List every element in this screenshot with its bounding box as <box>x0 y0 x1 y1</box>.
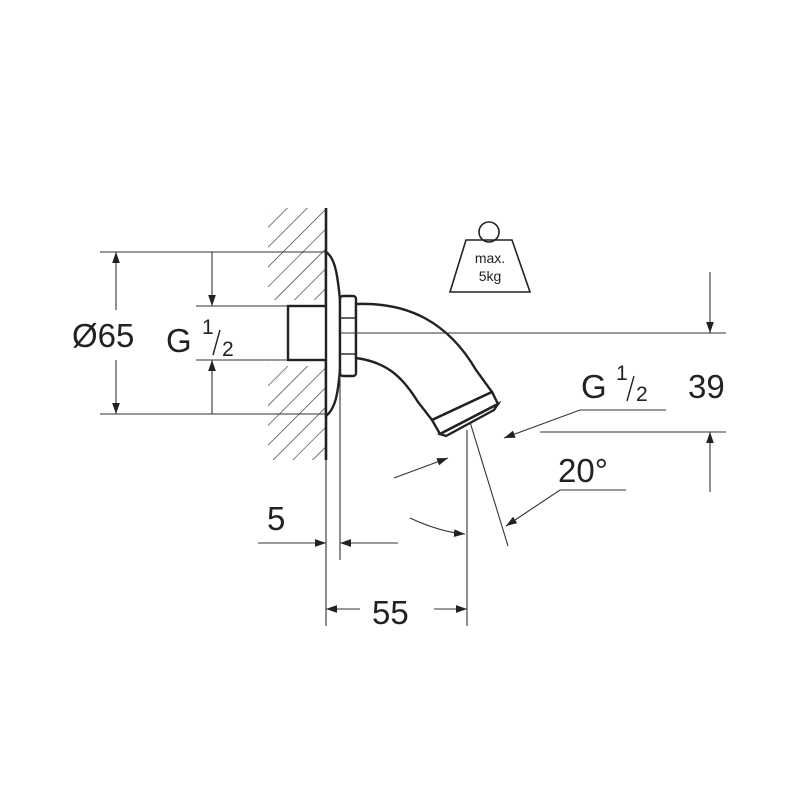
wall-hatch-upper <box>268 208 326 300</box>
thread-right-denominator: 2 <box>636 383 648 406</box>
dimension-thread-right: G 1 2 <box>503 362 666 439</box>
thread-left-numerator: 1 <box>202 316 214 339</box>
wall-hatch-lower <box>268 366 326 460</box>
thread-right-numerator: 1 <box>616 362 628 385</box>
dimension-angle: 20° <box>393 452 626 537</box>
center-line-outlet-right <box>469 421 509 547</box>
height-label: 39 <box>688 368 725 405</box>
wall-flange <box>324 249 342 419</box>
weight-line1: max. <box>475 250 505 266</box>
angle-label: 20° <box>558 452 608 489</box>
weight-icon <box>448 239 532 293</box>
hex-nut <box>338 294 358 378</box>
dimension-wall-offset: 5 <box>258 376 398 560</box>
pipe-stub <box>286 304 330 362</box>
weight-badge: max. 5kg <box>448 221 532 293</box>
wall <box>268 208 328 460</box>
shower-arm <box>354 302 502 438</box>
thread-left-denominator: 2 <box>222 338 234 361</box>
thread-left-letter: G <box>166 322 192 359</box>
dimension-height: 39 <box>540 272 726 492</box>
dimension-projection: 55 <box>325 460 467 631</box>
diameter-label: Ø65 <box>72 317 134 354</box>
projection-label: 55 <box>372 594 409 631</box>
thread-right-letter: G <box>581 368 607 405</box>
dimension-diameter: Ø65 <box>72 251 326 415</box>
weight-line2: 5kg <box>479 268 502 284</box>
weight-ring-icon <box>478 221 500 243</box>
wall-offset-label: 5 <box>267 500 285 537</box>
dimension-thread-left: G 1 2 <box>166 252 288 414</box>
